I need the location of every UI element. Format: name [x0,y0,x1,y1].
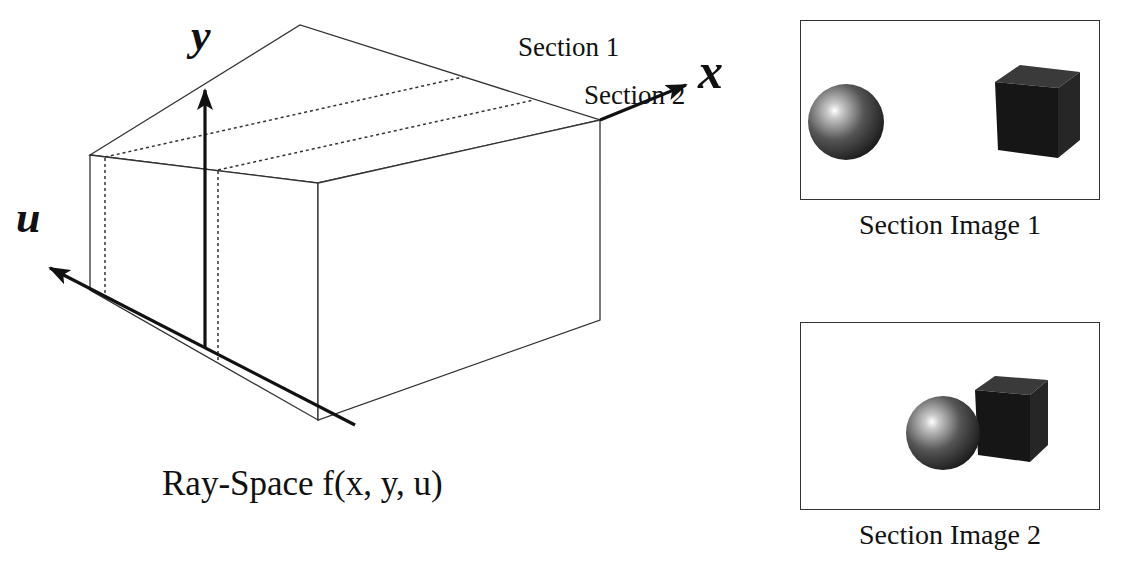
axis-label: x [698,46,723,96]
section-image-1-scene [808,65,1080,160]
sphere [808,84,884,160]
section-image-2-scene [906,376,1048,470]
cube-side [1058,72,1080,158]
image-frame [800,20,1100,200]
section-label: Section 2 [584,82,685,109]
axis-label: u [16,196,40,240]
section-line [104,158,106,298]
cube-front [995,82,1058,158]
y-axis [203,90,206,348]
section-lines [105,77,534,363]
figure-title: Ray-Space f(x, y, u) [162,466,443,501]
section-image: Section Image 2 [800,322,1100,551]
section-line [217,171,219,363]
box-right-face [318,120,600,420]
image-frame [800,322,1100,510]
axis-label: y [191,14,211,58]
image-caption: Section Image 2 [800,520,1100,551]
cube-side [1030,380,1048,462]
image-caption: Section Image 1 [800,210,1100,241]
ray-space-box [90,25,600,420]
sphere [906,396,980,470]
axes [50,85,686,425]
section-label: Section 1 [518,34,619,61]
cube-front [975,390,1030,462]
u-axis [50,268,355,425]
section-line [105,77,463,157]
section-line [218,100,534,170]
section-image: Section Image 1 [800,20,1100,241]
